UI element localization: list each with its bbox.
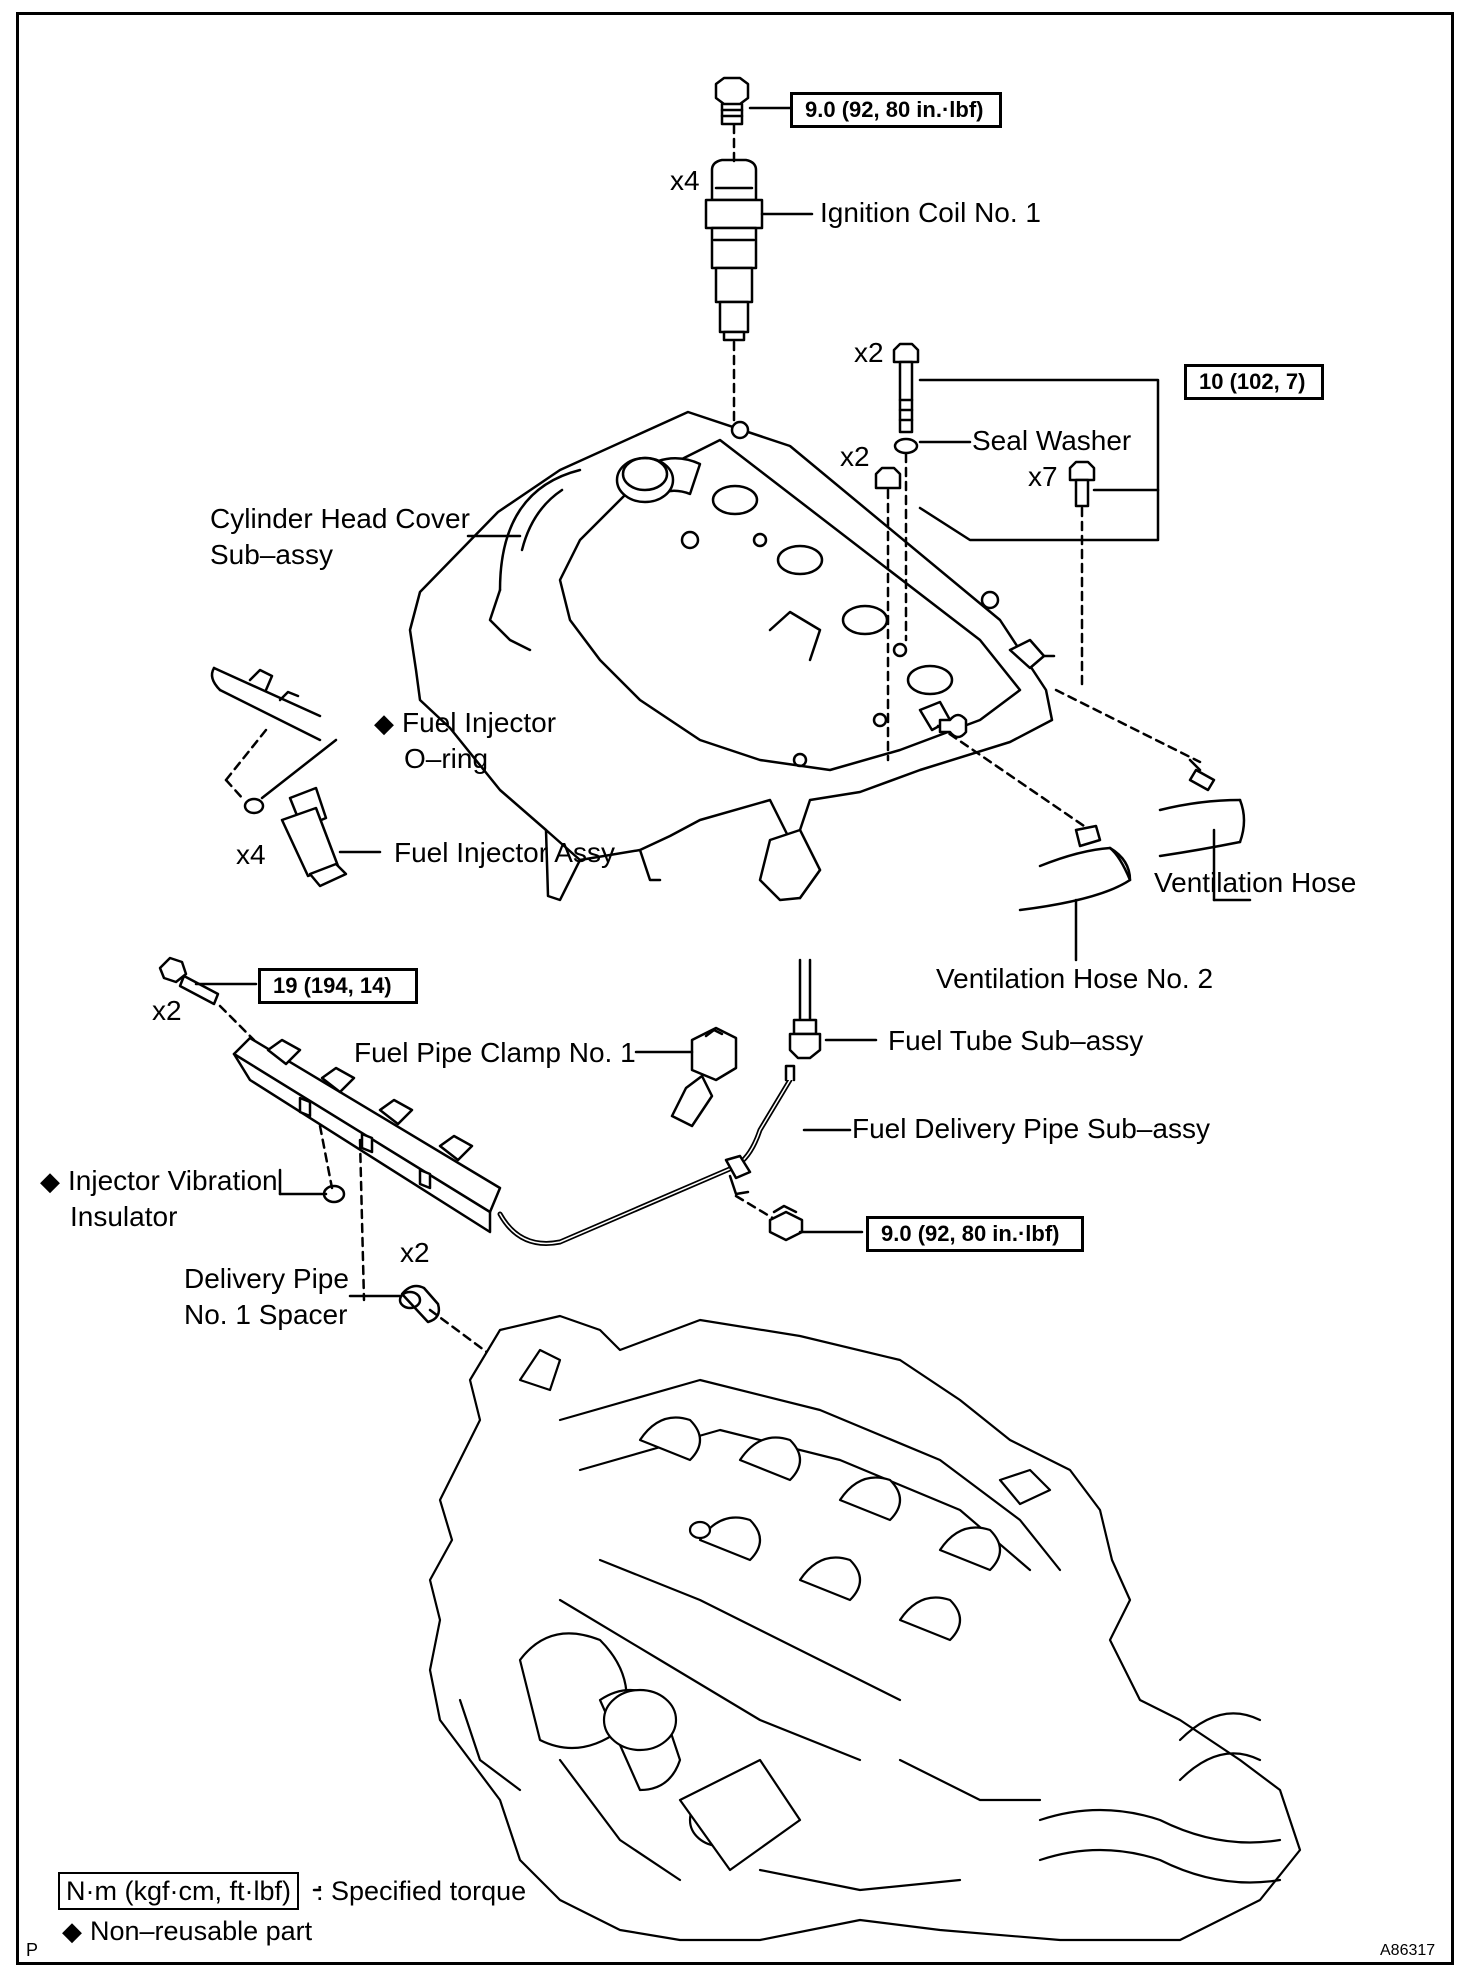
- cover-bolt-drawing: [1068, 460, 1096, 508]
- ventilation-hose-drawing: [1158, 758, 1246, 858]
- diagram-frame: [16, 12, 1454, 1965]
- dash-line: [936, 724, 1086, 828]
- fuel-pipe-bracket-tab: [728, 1174, 750, 1196]
- legend-torque-desc: : Specified torque: [316, 1876, 527, 1906]
- figure-number: A86317: [1380, 1942, 1436, 1959]
- torque-delivery-pipe-bolt: 19 (194, 14): [258, 968, 418, 1004]
- qty-injector: x4: [236, 839, 266, 870]
- cover-nut-drawing: [874, 466, 902, 490]
- legend-torque-box: N·m (kgf·cm, ft·lbf): [58, 1872, 299, 1910]
- delivery-pipe-spacer-drawing: [398, 1284, 441, 1324]
- fuel-pipe-line-inner: [499, 1079, 791, 1245]
- seal-washer-drawing: [893, 437, 919, 455]
- label-cylinder-head-cover: Cylinder Head Cover: [210, 503, 470, 534]
- dash-line: [224, 728, 268, 782]
- dash-line: [358, 1138, 366, 1302]
- fuel-injector-oring-drawing: [243, 797, 265, 815]
- dash-line: [224, 778, 246, 802]
- qty-spacer: x2: [400, 1237, 430, 1268]
- label-fuel-injector-oring-2: O–ring: [404, 743, 489, 774]
- torque-cover-bolts: 10 (102, 7): [1184, 364, 1324, 400]
- delivery-pipe-bolt-drawing: [158, 956, 220, 1006]
- fuel-pipe-bracket-drawing: [724, 1154, 752, 1180]
- qty-coil-bolt: x4: [670, 165, 700, 196]
- corner-code-left: P: [26, 1940, 39, 1960]
- fuel-pipe-line: [497, 1077, 793, 1246]
- nonreusable-icon: ◆: [40, 1166, 60, 1196]
- cover-bolt-long-drawing: [892, 342, 920, 434]
- nonreusable-icon: ◆: [62, 1916, 82, 1946]
- ignition-coil-drawing: [704, 158, 764, 342]
- label-ventilation-hose-2: Ventilation Hose No. 2: [936, 963, 1214, 994]
- dash-line: [218, 1004, 256, 1042]
- label-injector-vibration-insulator-2: Insulator: [70, 1201, 178, 1232]
- label-delivery-pipe-spacer: Delivery Pipe: [184, 1263, 349, 1294]
- torque-bracket-line: [918, 378, 1160, 542]
- cylinder-head-cover-drawing: [408, 410, 1056, 902]
- legend-nonreusable: ◆Non–reusable part: [62, 1916, 313, 1946]
- label-fuel-tube: Fuel Tube Sub–assy: [888, 1025, 1144, 1056]
- label-injector-vibration-insulator: ◆Injector Vibration: [40, 1165, 278, 1196]
- engine-block-drawing: [428, 1314, 1302, 1942]
- torque-pipe-clamp-bolt: 9.0 (92, 80 in.·lbf): [866, 1216, 1084, 1252]
- qty-cover-bolt-long: x2: [854, 337, 884, 368]
- label-cylinder-head-cover-2: Sub–assy: [210, 539, 333, 570]
- label-fuel-delivery-pipe: Fuel Delivery Pipe Sub–assy: [852, 1113, 1210, 1144]
- ventilation-hose-2-drawing: [1018, 824, 1132, 912]
- fuel-rail-stub-drawing: [210, 666, 322, 742]
- fuel-pipe-clamp-drawing: [670, 1026, 738, 1128]
- label-ventilation-hose: Ventilation Hose: [1154, 867, 1357, 898]
- label-fuel-injector-assy: Fuel Injector Assy: [394, 837, 615, 868]
- qty-cover-nut: x2: [840, 441, 870, 472]
- fuel-pipe-end: [784, 1064, 796, 1082]
- coil-bolt-drawing: [714, 76, 750, 126]
- pipe-clamp-bolt-drawing: [768, 1204, 804, 1242]
- torque-coil-bolt: 9.0 (92, 80 in.·lbf): [790, 92, 1002, 128]
- qty-pipe-bolt: x2: [152, 995, 182, 1026]
- leader-line: [260, 738, 338, 800]
- fuel-tube-drawing: [788, 958, 822, 1060]
- label-fuel-injector-oring: ◆Fuel Injector: [374, 707, 557, 738]
- label-ignition-coil: Ignition Coil No. 1: [820, 197, 1042, 228]
- label-fuel-pipe-clamp: Fuel Pipe Clamp No. 1: [354, 1037, 636, 1068]
- fuel-delivery-rail-drawing: [232, 1036, 502, 1234]
- fuel-injector-drawing: [280, 786, 348, 888]
- label-seal-washer: Seal Washer: [972, 425, 1132, 456]
- dash-line: [734, 1194, 778, 1222]
- qty-cover-bolt: x7: [1028, 461, 1058, 492]
- nonreusable-icon: ◆: [374, 708, 394, 738]
- dash-line: [1054, 688, 1202, 764]
- label-delivery-pipe-spacer-2: No. 1 Spacer: [184, 1299, 348, 1330]
- cover-nipple-drawing: [938, 713, 968, 739]
- dash-line: [318, 1124, 334, 1190]
